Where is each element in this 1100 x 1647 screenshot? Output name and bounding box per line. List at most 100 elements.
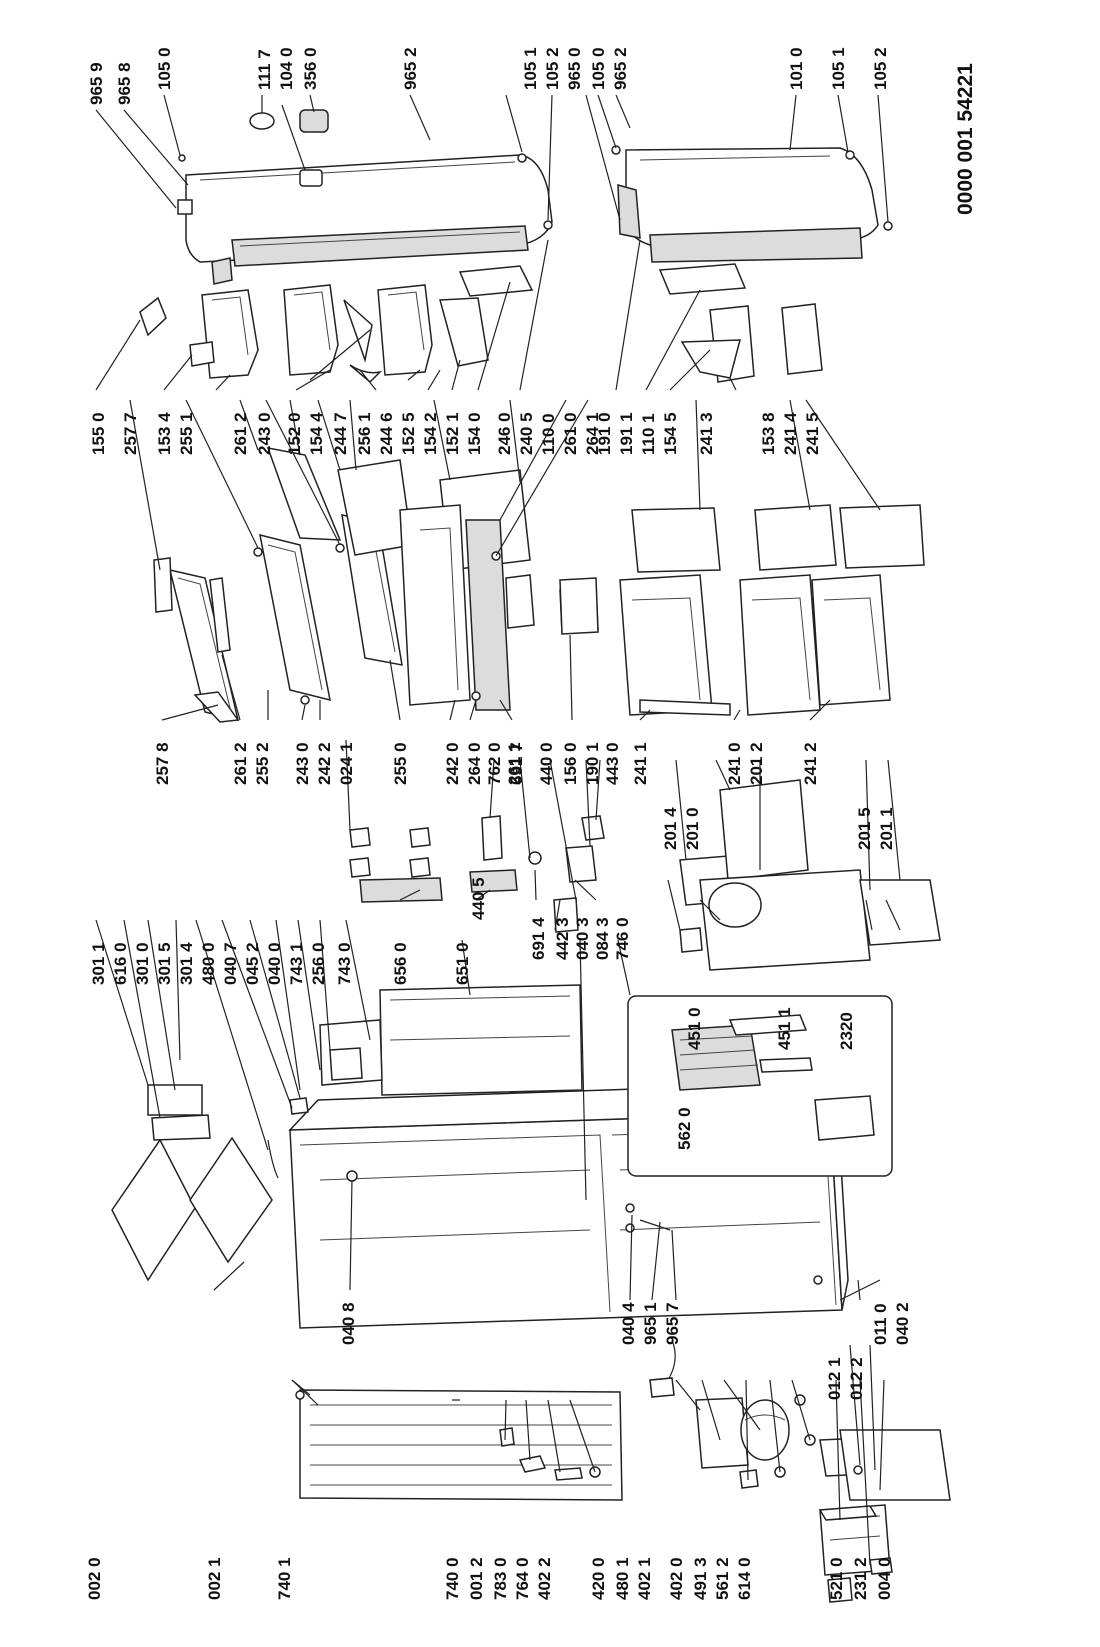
label-616-0: 616 0 bbox=[111, 942, 130, 985]
label-746-0: 746 0 bbox=[613, 917, 632, 960]
label-040-8: 040 8 bbox=[339, 1302, 358, 1345]
label-480-1: 480 1 bbox=[613, 1557, 632, 1600]
label-965-8: 965 8 bbox=[115, 62, 134, 105]
label-101-0: 101 0 bbox=[787, 47, 806, 90]
label-965-0: 965 0 bbox=[565, 47, 584, 90]
label-040-4: 040 4 bbox=[619, 1302, 638, 1345]
label-024-1: 024 1 bbox=[337, 742, 356, 785]
label-965-2-b: 965 2 bbox=[611, 47, 630, 90]
label-011-0: 011 0 bbox=[871, 1303, 890, 1345]
label-442-3: 442 3 bbox=[553, 917, 572, 960]
label-152-1: 152 1 bbox=[443, 412, 462, 455]
label-244-6: 244 6 bbox=[377, 412, 396, 455]
label-242-2: 242 2 bbox=[315, 742, 334, 785]
label-256-1: 256 1 bbox=[355, 412, 374, 455]
label-241-4: 241 4 bbox=[781, 412, 800, 455]
document-code: 0000 001 54221 bbox=[954, 63, 977, 215]
leader-lines bbox=[95, 94, 901, 1566]
label-154-0: 154 0 bbox=[465, 412, 484, 455]
label-190-1: 190 1 bbox=[583, 742, 602, 785]
label-301-5: 301 5 bbox=[155, 942, 174, 985]
label-691-4: 691 4 bbox=[529, 917, 548, 960]
label-243-0-a: 243 0 bbox=[255, 412, 274, 455]
label-154-2: 154 2 bbox=[421, 412, 440, 455]
label-001-2: 001 2 bbox=[467, 1557, 486, 1600]
label-255-2: 255 2 bbox=[253, 742, 272, 785]
label-965-7: 965 7 bbox=[663, 1302, 682, 1345]
freezer-door bbox=[177, 109, 553, 267]
label-105-0: 105 0 bbox=[155, 47, 174, 90]
label-241-1: 241 1 bbox=[631, 742, 650, 785]
label-491-3: 491 3 bbox=[691, 1557, 710, 1600]
label-257-7: 257 7 bbox=[121, 412, 140, 455]
label-740-0: 740 0 bbox=[443, 1557, 462, 1600]
label-743-1: 743 1 bbox=[287, 942, 306, 985]
label-246-0: 246 0 bbox=[495, 412, 514, 455]
label-255-1: 255 1 bbox=[177, 412, 196, 455]
label-231-2: 231 2 bbox=[851, 1557, 870, 1600]
label-191-0: 191 0 bbox=[595, 412, 614, 455]
label-105-1-b: 105 1 bbox=[829, 47, 848, 90]
label-040-3: 040 3 bbox=[573, 917, 592, 960]
label-255-0: 255 0 bbox=[391, 742, 410, 785]
label-256-0: 256 0 bbox=[309, 942, 328, 985]
label-110-1: 110 1 bbox=[639, 413, 658, 455]
label-201-1: 201 1 bbox=[877, 807, 896, 850]
label-965-9: 965 9 bbox=[87, 62, 106, 105]
label-154-5: 154 5 bbox=[661, 412, 680, 455]
label-743-0: 743 0 bbox=[335, 942, 354, 985]
label-084-3: 084 3 bbox=[593, 917, 612, 960]
label-111-7: 111 7 bbox=[255, 49, 274, 90]
label-004-0: 004 0 bbox=[875, 1557, 894, 1600]
label-156-0: 156 0 bbox=[561, 742, 580, 785]
label-040-2: 040 2 bbox=[893, 1302, 912, 1345]
label-153-8: 153 8 bbox=[759, 412, 778, 455]
shelves-and-drawers bbox=[153, 447, 925, 723]
label-241-3: 241 3 bbox=[697, 412, 716, 455]
label-402-1: 402 1 bbox=[635, 1557, 654, 1600]
label-002-0: 002 0 bbox=[85, 1557, 104, 1600]
label-261-1: 261 1 bbox=[505, 742, 524, 785]
label-244-7: 244 7 bbox=[331, 412, 350, 455]
label-040-7: 040 7 bbox=[221, 942, 240, 985]
label-241-5: 241 5 bbox=[803, 412, 822, 455]
side-panels bbox=[111, 1084, 273, 1282]
label-451-0: 451 0 bbox=[685, 1007, 704, 1050]
label-201-4: 201 4 bbox=[661, 807, 680, 850]
label-762-0: 762 0 bbox=[485, 742, 504, 785]
label-201-2: 201 2 bbox=[747, 742, 766, 785]
label-764-0: 764 0 bbox=[513, 1557, 532, 1600]
label-241-0: 241 0 bbox=[725, 742, 744, 785]
label-153-4: 153 4 bbox=[155, 412, 174, 455]
label-240-5: 240 5 bbox=[517, 412, 536, 455]
label-561-2: 561 2 bbox=[713, 1557, 732, 1600]
coil-box bbox=[627, 995, 893, 1177]
label-242-0: 242 0 bbox=[443, 742, 462, 785]
label-191-1: 191 1 bbox=[617, 412, 636, 455]
label-440-5: 440 5 bbox=[469, 877, 488, 920]
part-labels: 965 9 965 8 105 0 111 7 104 0 356 0 965 … bbox=[85, 47, 977, 1600]
label-402-2: 402 2 bbox=[535, 1557, 554, 1600]
label-691-7: 691 7 bbox=[507, 742, 526, 785]
label-012-1: 012 1 bbox=[825, 1357, 844, 1400]
label-154-4: 154 4 bbox=[307, 412, 326, 455]
label-045-2: 045 2 bbox=[243, 942, 262, 985]
label-241-2: 241 2 bbox=[801, 742, 820, 785]
label-264-1: 264 1 bbox=[583, 412, 602, 455]
label-965-2-a: 965 2 bbox=[401, 47, 420, 90]
label-105-2-b: 105 2 bbox=[871, 47, 890, 90]
label-420-0: 420 0 bbox=[589, 1557, 608, 1600]
condenser bbox=[295, 1389, 623, 1501]
label-012-2: 012 2 bbox=[847, 1357, 866, 1400]
evaporator-assembly bbox=[319, 577, 941, 1096]
label-261-2-a: 261 2 bbox=[231, 412, 250, 455]
label-2320: 2320 bbox=[837, 1012, 856, 1050]
label-257-8: 257 8 bbox=[153, 742, 172, 785]
badge-part bbox=[249, 112, 275, 130]
label-451-1: 451 1 bbox=[775, 1007, 794, 1050]
label-201-0: 201 0 bbox=[683, 807, 702, 850]
label-965-1: 965 1 bbox=[641, 1302, 660, 1345]
label-783-0: 783 0 bbox=[491, 1557, 510, 1600]
label-264-0: 264 0 bbox=[465, 742, 484, 785]
